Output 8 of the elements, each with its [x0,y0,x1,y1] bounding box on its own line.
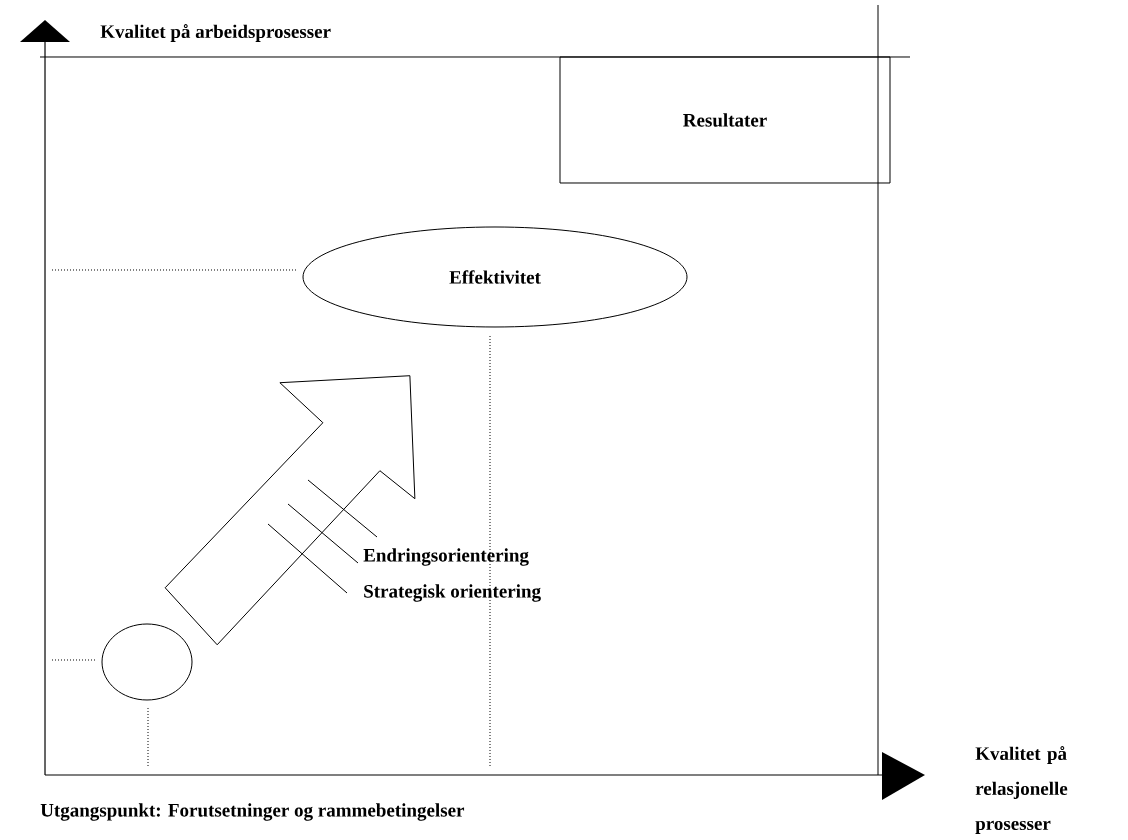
axis-label: Kvalitet på relasjonelle prosesser [975,746,1068,834]
axis-label: Utgangspunkt: Forutsetninger og rammebetingelser [40,803,465,821]
result-box: Resultater [559,56,891,184]
arrow-label: Endringsorientering [363,548,529,566]
block-arrow [164,375,416,646]
arrow-label: Strategisk orientering [364,584,541,602]
axis-label: Kvalitet på arbeidsprosesser [100,24,331,42]
start-circle [101,623,193,701]
